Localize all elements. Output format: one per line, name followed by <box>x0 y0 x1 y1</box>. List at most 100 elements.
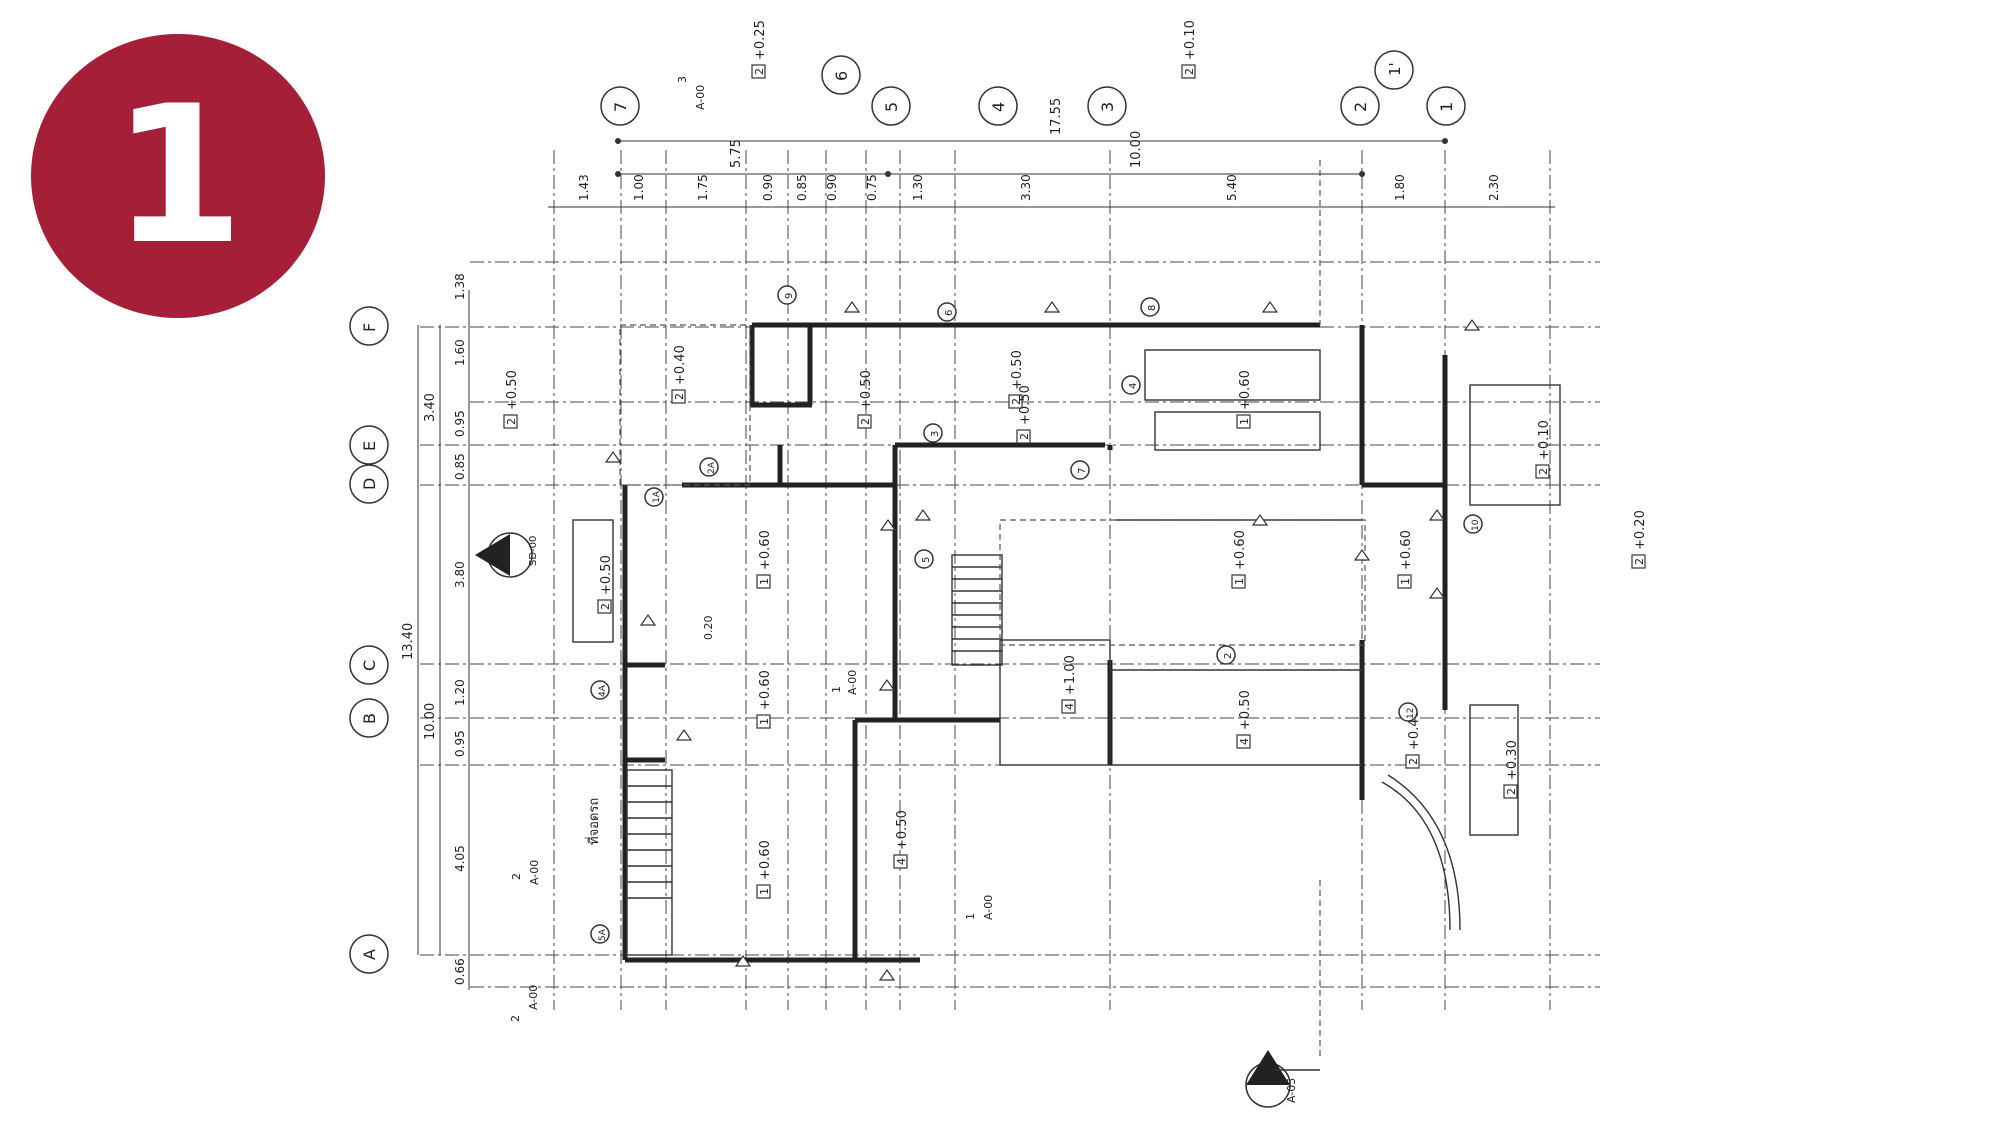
svg-text:6: 6 <box>832 71 851 81</box>
dim-top-sub-1: 5.75 <box>729 139 744 168</box>
svg-text:6: 6 <box>944 310 955 316</box>
svg-text:1: 1 <box>758 888 771 895</box>
svg-text:A-00: A-00 <box>528 860 541 885</box>
svg-text:4: 4 <box>1238 738 1251 745</box>
svg-text:1.60: 1.60 <box>453 339 467 366</box>
svg-text:1: 1 <box>964 913 977 920</box>
column-grid-bubbles: 7 6 7 1' 1 <box>600 50 1466 126</box>
svg-text:2.30: 2.30 <box>1487 174 1501 201</box>
svg-text:1.80: 1.80 <box>1393 174 1407 201</box>
svg-text:2: 2 <box>1010 398 1023 405</box>
parking-label: ที่จอดรถ <box>585 798 602 845</box>
svg-text:9: 9 <box>784 293 795 299</box>
section-b-ref: SD-00 <box>528 536 539 566</box>
step-number: 1 <box>111 65 245 286</box>
svg-text:2: 2 <box>1223 653 1234 659</box>
svg-text:+1.00: +1.00 <box>1063 655 1078 695</box>
svg-text:0.85: 0.85 <box>795 174 809 201</box>
dim-left-total: 13.40 <box>401 623 416 660</box>
svg-text:0.95: 0.95 <box>453 410 467 437</box>
svg-text:1': 1' <box>1386 62 1404 76</box>
svg-text:2: 2 <box>599 603 612 610</box>
svg-text:2: 2 <box>673 393 686 400</box>
svg-text:+0.50: +0.50 <box>505 370 520 410</box>
svg-text:8: 8 <box>1147 305 1158 311</box>
svg-text:E: E <box>360 441 379 451</box>
section-a05-ref: A-05 <box>1285 1078 1298 1103</box>
svg-text:1: 1 <box>758 718 771 725</box>
row-grid-bubbles: F E D C B A <box>349 306 389 974</box>
svg-text:1.38: 1.38 <box>453 273 467 300</box>
svg-text:1: 1 <box>830 686 843 693</box>
svg-text:3: 3 <box>930 431 941 437</box>
svg-text:+0.20: +0.20 <box>1633 510 1648 550</box>
svg-text:1.00: 1.00 <box>632 174 646 201</box>
svg-text:A-00: A-00 <box>982 895 995 920</box>
svg-text:0.85: 0.85 <box>453 453 467 480</box>
section-marker-b: B SD-00 <box>475 532 539 578</box>
svg-text:+0.60: +0.60 <box>1238 370 1253 410</box>
section-marker-a05: A A-05 <box>1245 1050 1320 1108</box>
section-refs: 3 A-00 1 A-00 2 A-00 1 A-00 2 A-00 <box>509 76 995 1022</box>
left-dimension-lines <box>417 290 470 990</box>
svg-text:+0.10: +0.10 <box>1537 420 1552 460</box>
stairs-center <box>951 554 1003 666</box>
svg-text:1A: 1A <box>652 490 662 503</box>
stairs-left <box>626 769 673 956</box>
svg-text:1.20: 1.20 <box>453 679 467 706</box>
svg-text:+0.25: +0.25 <box>753 20 768 60</box>
svg-text:2: 2 <box>1633 558 1646 565</box>
svg-text:+0.50: +0.50 <box>1010 350 1025 390</box>
svg-text:0.90: 0.90 <box>761 174 775 201</box>
svg-text:+0.30: +0.30 <box>1505 740 1520 780</box>
dim-left-sub-2: 10.00 <box>423 703 438 740</box>
dim-top-row: 1.43 1.00 1.75 0.90 0.85 0.90 0.75 1.30 … <box>577 174 1501 201</box>
svg-text:2A: 2A <box>707 461 717 474</box>
svg-text:0.66: 0.66 <box>453 958 467 985</box>
grid-col-2: 2 <box>1351 102 1370 112</box>
svg-text:2: 2 <box>859 418 872 425</box>
svg-text:5.40: 5.40 <box>1225 174 1239 201</box>
svg-text:2: 2 <box>1505 788 1518 795</box>
room-tags: 1A 2A 4A 5A 9 10 12 2 3 4 5 6 7 8 <box>590 285 1483 944</box>
top-dimension-lines <box>548 138 1555 208</box>
svg-text:4: 4 <box>895 858 908 865</box>
svg-text:A: A <box>360 949 379 960</box>
svg-text:1: 1 <box>758 578 771 585</box>
svg-text:0.90: 0.90 <box>825 174 839 201</box>
svg-text:A-00: A-00 <box>846 670 859 695</box>
svg-text:+0.60: +0.60 <box>1233 530 1248 570</box>
svg-text:3.30: 3.30 <box>1019 174 1033 201</box>
svg-text:+0.60: +0.60 <box>1399 530 1414 570</box>
svg-text:2: 2 <box>509 1015 522 1022</box>
svg-text:12: 12 <box>1406 708 1416 719</box>
svg-text:1.30: 1.30 <box>911 174 925 201</box>
svg-text:7: 7 <box>611 102 630 112</box>
level-tags: 2+0.25 2+0.10 2+0.40 2+0.50 2+0.50 2+0.5… <box>503 20 1648 899</box>
svg-text:+0.60: +0.60 <box>758 530 773 570</box>
svg-text:+0.60: +0.60 <box>758 670 773 710</box>
svg-text:4: 4 <box>1128 383 1139 389</box>
svg-text:A-00: A-00 <box>527 985 540 1010</box>
svg-text:4.05: 4.05 <box>453 845 467 872</box>
svg-text:2: 2 <box>1018 433 1031 440</box>
svg-text:3: 3 <box>676 76 689 83</box>
svg-text:+0.50: +0.50 <box>895 810 910 850</box>
building-walls <box>572 322 1561 963</box>
svg-text:1: 1 <box>1233 578 1246 585</box>
svg-text:4A: 4A <box>598 684 608 697</box>
svg-text:1: 1 <box>1399 578 1412 585</box>
svg-text:F: F <box>360 323 379 332</box>
elevation-triangles <box>604 300 1481 981</box>
svg-text:+0.50: +0.50 <box>1018 385 1033 425</box>
dashed-outlines <box>619 160 1366 1060</box>
svg-text:C: C <box>360 660 379 671</box>
svg-text:2: 2 <box>753 68 766 75</box>
svg-text:D: D <box>360 478 379 490</box>
dim-left-sub-1: 3.40 <box>423 393 438 422</box>
grid-col-5: 5 <box>882 102 901 112</box>
svg-text:+0.50: +0.50 <box>599 555 614 595</box>
svg-text:1: 1 <box>1437 102 1456 112</box>
